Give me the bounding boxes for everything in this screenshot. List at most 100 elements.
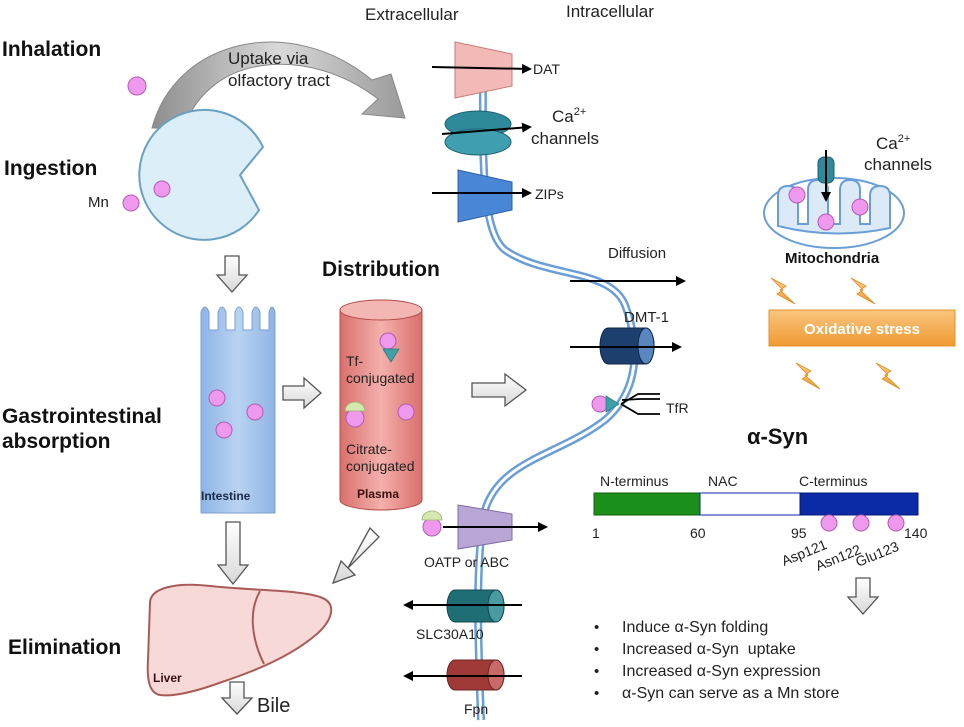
effect-item-4: α-Syn can serve as a Mn store bbox=[622, 685, 839, 702]
slc30a10-label: SLC30A10 bbox=[416, 626, 484, 642]
dat-label: DAT bbox=[533, 61, 560, 77]
lightning-bolt-icon bbox=[770, 277, 901, 390]
oatp-label: OATP or ABC bbox=[424, 554, 509, 570]
mn-particle-mito-2 bbox=[817, 213, 835, 231]
intestine bbox=[200, 306, 276, 514]
position-1: 1 bbox=[592, 525, 600, 541]
dmt1-label: DMT-1 bbox=[624, 309, 669, 326]
plasma-cylinder bbox=[339, 299, 423, 511]
mn-particle-ingested-1 bbox=[153, 180, 171, 198]
effect-item-1: Induce α-Syn folding bbox=[622, 619, 768, 636]
oxidative-stress-label: Oxidative stress bbox=[804, 321, 920, 338]
arrow-asyn-to-effects bbox=[846, 577, 880, 615]
mn-particle-ingested-2 bbox=[122, 194, 140, 212]
oxidative-stress-box bbox=[768, 309, 956, 347]
c-terminus-domain bbox=[799, 492, 919, 516]
intracellular-label: Intracellular bbox=[566, 2, 654, 21]
effect-item-2: Increased α-Syn uptake bbox=[622, 641, 796, 658]
effect-bullet: • bbox=[594, 663, 599, 680]
c-terminus-label: C-terminus bbox=[799, 473, 867, 489]
arrow-ingestion-to-intestine bbox=[215, 255, 249, 293]
mn-particle-citrate bbox=[345, 408, 365, 428]
gi-absorption-line1: Gastrointestinal bbox=[2, 405, 162, 428]
asyn-title: α-Syn bbox=[747, 424, 808, 449]
calcium-channel-membrane bbox=[441, 110, 532, 156]
asyn-domain-bar bbox=[593, 492, 919, 516]
diffusion-label: Diffusion bbox=[608, 245, 666, 262]
extracellular-label: Extracellular bbox=[365, 5, 459, 24]
citrate-label-line2: conjugated bbox=[346, 458, 415, 474]
arrow-plasma-to-liver bbox=[331, 526, 380, 585]
dmt1-transporter bbox=[570, 327, 682, 365]
elimination-label: Elimination bbox=[8, 636, 121, 659]
tfr-receptor bbox=[591, 393, 660, 415]
mito-ca-charge: 2+ bbox=[898, 133, 911, 145]
effect-bullet: • bbox=[594, 685, 599, 702]
plasma-label: Plasma bbox=[357, 487, 399, 501]
tf-label-line2: conjugated bbox=[346, 370, 415, 386]
intestine-label: Intestine bbox=[201, 489, 251, 503]
arrow-intestine-to-liver bbox=[216, 521, 250, 586]
fpn-label: Fpn bbox=[464, 701, 488, 717]
tf-label-line1: Tf- bbox=[346, 353, 363, 369]
liver-label: Liver bbox=[153, 671, 182, 685]
ca-channels-base: Ca bbox=[552, 107, 574, 126]
mn-particle-mito-3 bbox=[851, 198, 869, 216]
n-terminus-label: N-terminus bbox=[600, 473, 668, 489]
n-terminus-domain bbox=[593, 492, 701, 516]
arrow-liver-to-bile bbox=[220, 681, 254, 715]
olfactory-uptake-arrow bbox=[151, 41, 406, 129]
oatp-abc-transporter bbox=[421, 504, 548, 550]
effect-item-3: Increased α-Syn expression bbox=[622, 663, 821, 680]
nac-label: NAC bbox=[708, 473, 738, 489]
mn-particle-intestine-3 bbox=[215, 421, 233, 439]
zips-label: ZIPs bbox=[535, 186, 564, 202]
uptake-label-line1: Uptake via bbox=[228, 49, 309, 68]
position-140: 140 bbox=[904, 525, 928, 541]
mn-particle-intestine-1 bbox=[208, 389, 226, 407]
citrate-cap bbox=[344, 401, 366, 412]
dat-transporter bbox=[431, 41, 532, 99]
mito-ca-base: Ca bbox=[876, 134, 898, 153]
zips-transporter bbox=[432, 169, 532, 223]
ca-channels-label: Ca2+ bbox=[552, 106, 586, 126]
mito-ca-label-line2: channels bbox=[864, 155, 932, 174]
gi-absorption-line2: absorption bbox=[2, 430, 111, 453]
citrate-label-line1: Citrate- bbox=[346, 441, 392, 457]
mn-particle-glu123 bbox=[887, 514, 905, 532]
mn-particle-tf bbox=[379, 332, 397, 350]
inhalation-label: Inhalation bbox=[2, 38, 101, 61]
mitochondrion bbox=[763, 150, 905, 249]
position-60: 60 bbox=[690, 525, 706, 541]
uptake-label-line2: olfactory tract bbox=[228, 71, 330, 90]
bile-label: Bile bbox=[257, 695, 290, 717]
ca-channels-label-line2: channels bbox=[531, 129, 599, 148]
ca-channels-charge: 2+ bbox=[574, 106, 587, 118]
effects-list: • Induce α-Syn folding • Increased α-Syn… bbox=[594, 619, 839, 702]
nac-domain bbox=[699, 492, 801, 516]
mn-particle-asp121 bbox=[820, 514, 838, 532]
ingestion-label: Ingestion bbox=[4, 157, 97, 180]
distribution-label: Distribution bbox=[322, 258, 440, 281]
residue-glu123: Glu123 bbox=[853, 538, 901, 570]
mn-particle-mito-1 bbox=[788, 186, 806, 204]
mn-label: Mn bbox=[88, 194, 109, 211]
mitochondria-label: Mitochondria bbox=[785, 250, 880, 267]
transferrin-triangle bbox=[382, 348, 400, 363]
fpn-transporter bbox=[403, 659, 522, 691]
mito-ca-label: Ca2+ bbox=[876, 133, 910, 153]
tfr-label: TfR bbox=[666, 400, 689, 416]
arrow-intestine-to-plasma bbox=[282, 376, 322, 410]
effect-bullet: • bbox=[594, 641, 599, 658]
ingestion-mouth-shape bbox=[138, 108, 265, 241]
arrow-plasma-to-cell bbox=[471, 372, 528, 408]
mn-particle-inhaled bbox=[127, 76, 147, 96]
mn-particle-intestine-2 bbox=[246, 403, 264, 421]
mn-particle-oatp bbox=[422, 517, 442, 537]
liver bbox=[146, 583, 332, 697]
effect-bullet: • bbox=[594, 619, 599, 636]
position-95: 95 bbox=[791, 525, 807, 541]
mn-particle-plasma-free bbox=[397, 403, 415, 421]
